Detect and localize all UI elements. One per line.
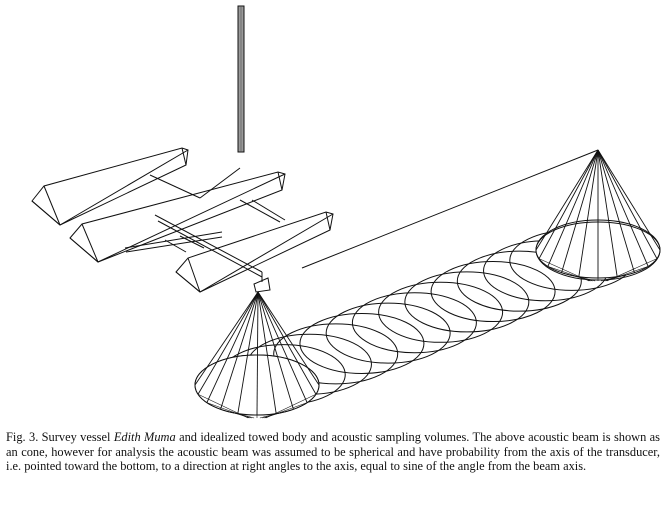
cone-spoke [598, 150, 657, 259]
sampling-volume-ellipse [326, 303, 450, 363]
sampling-volume-ellipse [457, 251, 581, 311]
cone-spoke [536, 150, 598, 250]
figure-caption: Fig. 3. Survey vessel Edith Muma and ide… [6, 430, 660, 474]
hull-port [32, 148, 188, 225]
cone-base-rib [260, 414, 276, 418]
cone-spoke [207, 292, 258, 403]
sampling-volume-ellipse [431, 262, 555, 322]
mast [237, 5, 245, 153]
cone-spoke [257, 292, 258, 415]
sampling-volume-ellipse [352, 293, 476, 353]
cone-spoke [598, 150, 648, 266]
cone-base-rib [198, 394, 248, 418]
caption-body: and idealized towed body and acoustic sa… [6, 430, 660, 474]
cone-spoke [562, 150, 598, 273]
cone-spoke [258, 292, 316, 394]
cone-base-rib [601, 277, 617, 281]
cone-base-rib [562, 273, 593, 281]
survey-diagram [0, 5, 664, 430]
acoustic-beam-cone-far [536, 150, 660, 281]
cone-spoke [258, 292, 276, 414]
sampling-volume-ellipse [300, 313, 424, 373]
cross-frame [125, 168, 285, 277]
hull-starboard [176, 212, 333, 292]
cone-spoke [579, 150, 598, 277]
cone-spoke [221, 292, 258, 409]
cone-spoke [198, 292, 258, 394]
hull-center [70, 172, 285, 262]
cone-spoke [539, 150, 598, 259]
cone-base-rib [221, 409, 252, 418]
cone-base-rib [603, 273, 634, 281]
cone-spoke [258, 292, 293, 409]
sampling-volume-ellipse [379, 282, 503, 342]
sampling-volume-ellipse [405, 272, 529, 332]
cone-spoke [598, 150, 617, 277]
cone-spoke [258, 292, 319, 385]
towed-body [254, 272, 270, 292]
acoustic-beam-cone-near [195, 292, 319, 418]
caption-prefix: Fig. 3. Survey vessel [6, 430, 114, 444]
tow-line [302, 150, 598, 268]
cone-spoke [195, 292, 258, 385]
cone-base-rib [262, 409, 293, 418]
cone-spoke [238, 292, 258, 414]
sampling-volume-ellipse [274, 324, 398, 384]
cone-spoke [258, 292, 307, 403]
cone-spoke [548, 150, 598, 266]
caption-vessel-name: Edith Muma [113, 430, 176, 444]
cone-base-rib [539, 259, 589, 281]
cone-spoke [598, 150, 660, 250]
cone-spoke [598, 150, 634, 273]
